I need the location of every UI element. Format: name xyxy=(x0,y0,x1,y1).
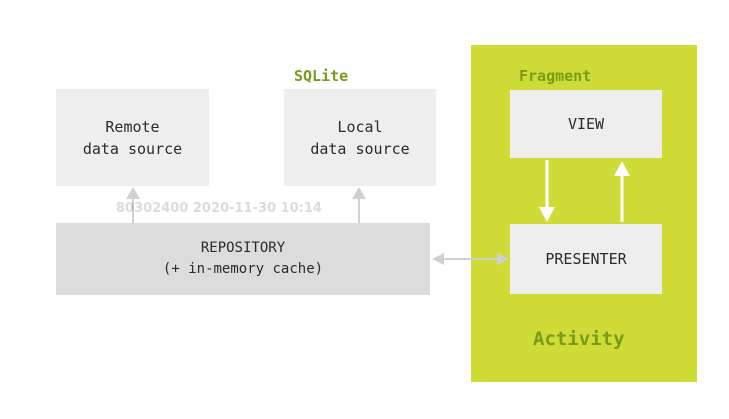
activity-label: Activity xyxy=(533,328,625,350)
presenter-to-view-arrow xyxy=(614,161,630,222)
view-to-presenter-arrow xyxy=(539,160,555,222)
repository-presenter-double-arrow xyxy=(432,253,509,265)
sqlite-label: SQLite xyxy=(294,67,349,85)
repository-box: REPOSITORY (+ in-memory cache) xyxy=(56,223,430,295)
watermark: 80302400 2020-11-30 10:14 xyxy=(116,201,322,216)
view-box: VIEW xyxy=(510,90,662,158)
repository-to-local-arrow xyxy=(352,187,366,223)
fragment-label: Fragment xyxy=(519,67,592,85)
repository-to-remote-arrow xyxy=(126,187,140,223)
remote-data-source-box: Remote data source xyxy=(56,89,209,186)
presenter-box: PRESENTER xyxy=(510,224,662,294)
local-data-source-box: Local data source xyxy=(284,89,436,186)
